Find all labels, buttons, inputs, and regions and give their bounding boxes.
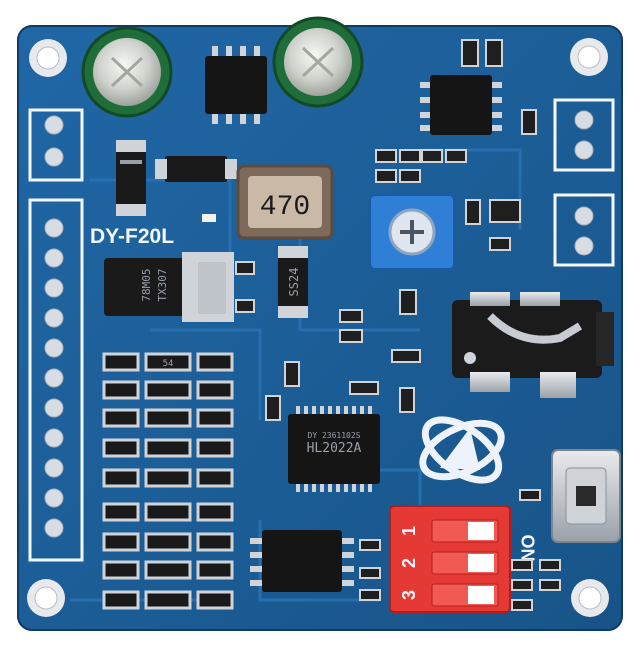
diode-marking: SS24	[287, 268, 301, 297]
smd-passives-right	[359, 489, 561, 611]
smd-passives	[235, 39, 537, 421]
ic-soic-top	[205, 46, 267, 124]
smd-diode-small	[116, 140, 146, 216]
inductor: 470	[236, 164, 334, 240]
voltage-regulator: 78M05 TX307	[104, 252, 234, 322]
right-pads	[553, 98, 615, 267]
mounting-holes	[27, 38, 609, 617]
regulator-marking-1: 78M05	[140, 268, 153, 301]
model-label: DY-F20L	[90, 225, 174, 248]
amp-chip-marking-1: HL2022A	[307, 441, 362, 456]
smd-diode-horizontal	[155, 156, 237, 182]
capacitor-right	[272, 16, 364, 108]
dip-switch-number-1: 1	[399, 526, 419, 536]
amplifier-chip: HL2022A DY 2361102S	[288, 406, 380, 492]
dip-switch: 1 2 3	[389, 505, 511, 613]
amp-chip-marking-2: DY 2361102S	[308, 431, 361, 440]
schottky-diode: SS24	[278, 246, 308, 318]
inductor-marking: 470	[260, 192, 310, 223]
array-resistor-marking: 54	[163, 359, 174, 369]
left-header-pads	[28, 108, 84, 562]
smd-array-left: 54	[102, 352, 234, 610]
usb-connector	[551, 449, 621, 543]
capacitor-left	[81, 26, 173, 118]
regulator-marking-2: TX307	[156, 268, 169, 301]
dip-switch-number-2: 2	[399, 558, 419, 568]
led-indicator	[202, 214, 216, 222]
ic-soic-right	[420, 75, 502, 135]
audio-jack	[452, 292, 614, 398]
ic-soic-bottom	[250, 530, 354, 592]
manufacturer-logo	[419, 416, 505, 484]
potentiometer	[369, 194, 455, 270]
dip-switch-on-label: ON	[517, 535, 537, 562]
dip-switch-number-3: 3	[399, 590, 419, 600]
